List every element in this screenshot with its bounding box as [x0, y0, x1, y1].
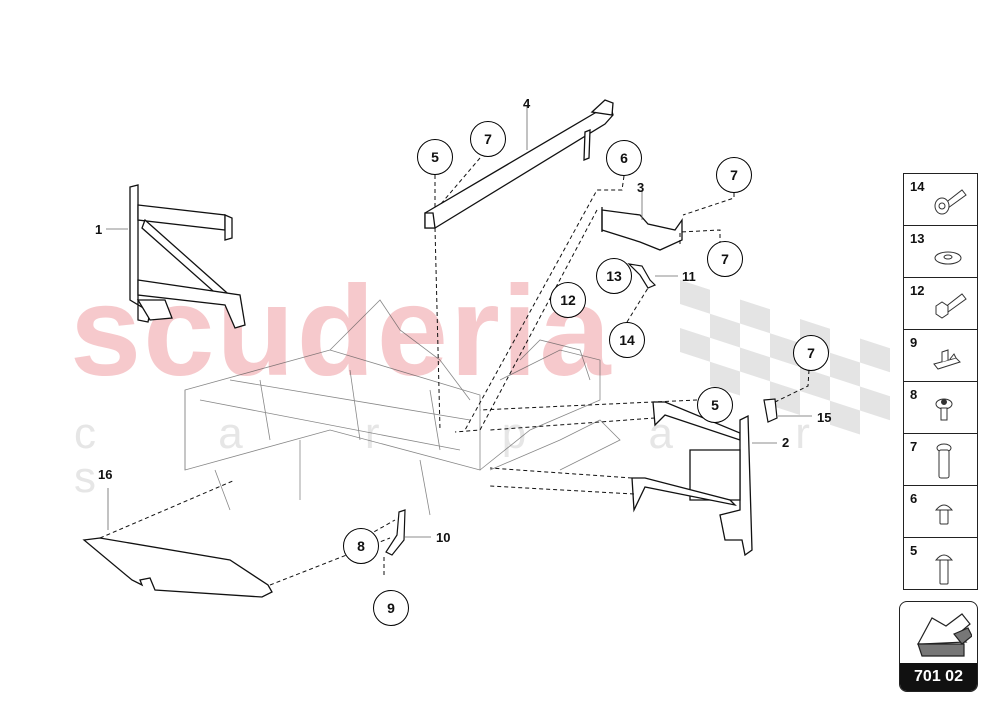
chassis-frame-ghost	[184, 299, 621, 516]
legend-number: 12	[910, 283, 925, 298]
callout-7[interactable]: 7	[707, 241, 743, 277]
group-reference-badge[interactable]: 701 02	[899, 601, 978, 692]
part-label-1[interactable]: 1	[95, 222, 103, 237]
callout-14[interactable]: 14	[609, 322, 645, 358]
group-code: 701 02	[900, 663, 977, 691]
callout-6[interactable]: 6	[606, 140, 642, 176]
part-label-4[interactable]: 4	[523, 96, 531, 111]
clip-nut-icon	[933, 349, 961, 370]
part-label-11[interactable]: 11	[682, 269, 696, 284]
part-label-15[interactable]: 15	[817, 410, 832, 425]
callout-5[interactable]: 5	[697, 387, 733, 423]
part-10-bracket	[385, 509, 406, 556]
part-11-clip	[627, 263, 657, 289]
legend-item-9[interactable]: 9	[904, 330, 977, 382]
legend-number: 7	[910, 439, 918, 454]
long-hex-screw-icon	[936, 443, 952, 479]
callout-12[interactable]: 12	[550, 282, 586, 318]
part-15-clip	[763, 398, 778, 423]
pan-head-screw-long-icon	[934, 554, 954, 585]
part-label-3[interactable]: 3	[637, 180, 645, 195]
legend-number: 5	[910, 543, 918, 558]
legend-item-7[interactable]: 7	[904, 434, 977, 486]
hex-bolt-icon	[935, 293, 967, 319]
legend-number: 9	[910, 335, 918, 350]
legend-item-5[interactable]: 5	[904, 538, 977, 589]
part-2-bracket	[631, 401, 753, 557]
callout-7[interactable]: 7	[793, 335, 829, 371]
legend-number: 14	[910, 179, 925, 194]
washer-screw-icon	[935, 398, 953, 421]
legend-number: 8	[910, 387, 918, 402]
callout-13[interactable]: 13	[596, 258, 632, 294]
part-label-10[interactable]: 10	[436, 530, 451, 545]
part-label-16[interactable]: 16	[98, 467, 113, 482]
callout-9[interactable]: 9	[373, 590, 409, 626]
callout-8[interactable]: 8	[343, 528, 379, 564]
part-3-bracket	[601, 207, 683, 251]
legend-number: 6	[910, 491, 918, 506]
arrow-pointer-icon	[916, 613, 972, 657]
part-label-2[interactable]: 2	[782, 435, 790, 450]
callout-5[interactable]: 5	[417, 139, 453, 175]
part-1-bracket	[129, 184, 246, 329]
part-4-crossmember	[424, 99, 614, 229]
flange-bolt-icon	[934, 189, 967, 215]
callout-7[interactable]: 7	[716, 157, 752, 193]
washer-icon	[934, 251, 962, 265]
legend-item-13[interactable]: 13	[904, 226, 977, 278]
fastener-legend: 14 13 12 9 8 7 6 5	[903, 173, 978, 590]
legend-number: 13	[910, 231, 925, 246]
part-16-panel	[82, 537, 273, 598]
pan-head-screw-icon	[934, 504, 954, 525]
legend-item-8[interactable]: 8	[904, 382, 977, 434]
legend-item-12[interactable]: 12	[904, 278, 977, 330]
callout-7[interactable]: 7	[470, 121, 506, 157]
legend-item-14[interactable]: 14	[904, 174, 977, 226]
watermark-sub: c a r p a r t s	[74, 409, 1000, 502]
legend-item-6[interactable]: 6	[904, 486, 977, 538]
